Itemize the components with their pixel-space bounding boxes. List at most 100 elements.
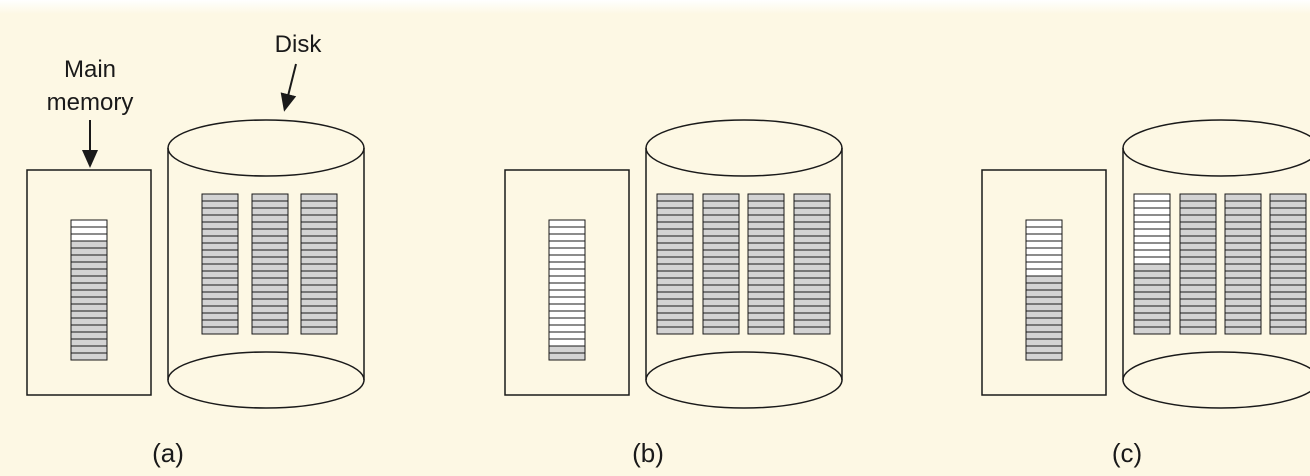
occupied-page-slot [1179, 235, 1217, 244]
occupied-page-slot [702, 312, 740, 321]
occupied-page-slot [251, 284, 289, 293]
disk-page-column [1133, 193, 1171, 335]
occupied-page-slot [656, 291, 694, 300]
occupied-page-slot [1025, 317, 1063, 326]
occupied-page-slot [1269, 277, 1307, 286]
occupied-page-slot [1269, 284, 1307, 293]
occupied-page-slot [70, 338, 108, 347]
main-memory-box [504, 169, 630, 396]
occupied-page-slot [201, 291, 239, 300]
occupied-page-slot [1025, 338, 1063, 347]
occupied-page-slot [300, 200, 338, 209]
occupied-page-slot [1025, 296, 1063, 305]
occupied-page-slot [1179, 270, 1217, 279]
occupied-page-slot [300, 193, 338, 202]
occupied-page-slot [656, 207, 694, 216]
disk-label: Disk [275, 31, 323, 58]
memory-page-column [1025, 219, 1063, 361]
occupied-page-slot [656, 284, 694, 293]
free-page-slot [1133, 242, 1171, 251]
occupied-page-slot [201, 235, 239, 244]
occupied-page-slot [70, 254, 108, 263]
occupied-page-slot [1269, 228, 1307, 237]
free-page-slot [1133, 221, 1171, 230]
occupied-page-slot [1269, 291, 1307, 300]
occupied-page-slot [747, 235, 785, 244]
occupied-page-slot [251, 263, 289, 272]
occupied-page-slot [70, 352, 108, 361]
occupied-page-slot [793, 270, 831, 279]
disk-page-column [793, 193, 831, 335]
occupied-page-slot [251, 221, 289, 230]
occupied-page-slot [656, 200, 694, 209]
free-page-slot [1133, 207, 1171, 216]
occupied-page-slot [1133, 263, 1171, 272]
occupied-page-slot [1269, 263, 1307, 272]
disk-page-column [1179, 193, 1217, 335]
occupied-page-slot [1025, 303, 1063, 312]
occupied-page-slot [70, 317, 108, 326]
occupied-page-slot [793, 256, 831, 265]
panel-caption: (a) [152, 438, 184, 468]
occupied-page-slot [1133, 305, 1171, 314]
free-page-slot [1025, 219, 1063, 228]
free-page-slot [548, 254, 586, 263]
memory-page-strip [1025, 219, 1063, 361]
occupied-page-slot [656, 256, 694, 265]
occupied-page-slot [251, 277, 289, 286]
free-page-slot [548, 240, 586, 249]
occupied-page-slot [70, 240, 108, 249]
free-page-slot [548, 247, 586, 256]
occupied-page-slot [1224, 242, 1262, 251]
disk-page-column [201, 193, 239, 335]
disk-top [645, 119, 843, 177]
free-page-slot [548, 331, 586, 340]
occupied-page-slot [251, 235, 289, 244]
occupied-page-slot [793, 298, 831, 307]
occupied-page-slot [702, 284, 740, 293]
occupied-page-slot [702, 221, 740, 230]
occupied-page-slot [1224, 207, 1262, 216]
occupied-page-slot [747, 249, 785, 258]
occupied-page-slot [1179, 277, 1217, 286]
occupied-page-slot [793, 263, 831, 272]
occupied-page-slot [702, 319, 740, 328]
occupied-page-slot [793, 249, 831, 258]
occupied-page-slot [1269, 221, 1307, 230]
occupied-page-slot [1269, 214, 1307, 223]
occupied-page-slot [201, 284, 239, 293]
main-memory-label-line2: memory [47, 89, 134, 116]
free-page-slot [548, 338, 586, 347]
occupied-page-slot [1179, 221, 1217, 230]
occupied-page-slot [1224, 214, 1262, 223]
occupied-page-slot [1269, 235, 1307, 244]
disk-page-column [702, 193, 740, 335]
occupied-page-slot [1179, 326, 1217, 335]
occupied-page-slot [747, 242, 785, 251]
occupied-page-slot [1224, 235, 1262, 244]
occupied-page-slot [702, 207, 740, 216]
disk-cylinder [1122, 119, 1310, 409]
occupied-page-slot [1269, 256, 1307, 265]
occupied-page-slot [300, 263, 338, 272]
occupied-page-slot [201, 270, 239, 279]
occupied-page-slot [1269, 200, 1307, 209]
occupied-page-slot [793, 305, 831, 314]
occupied-page-slot [251, 214, 289, 223]
occupied-page-slot [1269, 193, 1307, 202]
memory-page-strip [70, 219, 108, 361]
occupied-page-slot [300, 249, 338, 258]
occupied-page-slot [1179, 228, 1217, 237]
occupied-page-slot [1179, 214, 1217, 223]
occupied-page-slot [251, 312, 289, 321]
free-page-slot [548, 317, 586, 326]
disk-top [1122, 119, 1310, 177]
occupied-page-slot [1269, 242, 1307, 251]
occupied-page-slot [793, 200, 831, 209]
occupied-page-slot [201, 256, 239, 265]
disk-cylinder [645, 119, 843, 409]
disk-page-column [656, 193, 694, 335]
occupied-page-slot [702, 200, 740, 209]
occupied-page-slot [1133, 291, 1171, 300]
free-page-slot [1025, 226, 1063, 235]
